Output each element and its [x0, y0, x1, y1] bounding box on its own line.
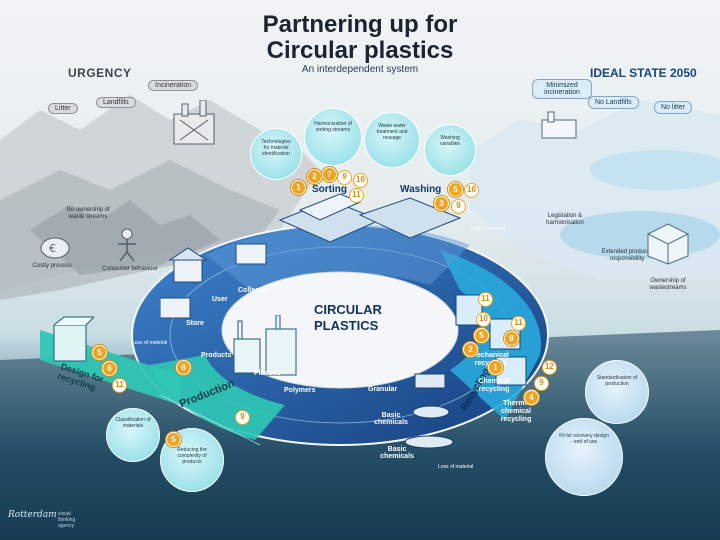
recycling-thermo-chemical: Thermo chemical recycling	[500, 400, 532, 423]
badge-washing-5: 5	[448, 182, 463, 197]
pill-no-litter: No litter	[654, 101, 693, 114]
badge-sorting-1: 1	[291, 180, 306, 195]
badge-production-6: 6	[176, 360, 191, 375]
station-basic-chemicals-1: Basic chemicals	[374, 412, 408, 426]
cube-illustration	[647, 223, 689, 265]
badge-sorting-2: 2	[307, 169, 322, 184]
pill-landfills: Landfills	[96, 97, 136, 108]
pill-no-landfills: No Landfills	[588, 96, 639, 109]
note-legislation: Legislation & harmonisation	[546, 213, 584, 226]
badge-washing-9: 9	[451, 199, 466, 214]
badge-recycling-1: 1	[488, 360, 503, 375]
page-subtitle: An interdependent system	[301, 64, 419, 75]
design-cube-illustration	[53, 316, 94, 362]
badge-recycling-9: 9	[534, 376, 549, 391]
badge-sorting-11: 11	[349, 188, 364, 203]
badge-recycling-5: 5	[474, 328, 489, 343]
station-polymers: Polymers	[284, 387, 316, 394]
footer-logo: Rotterdam	[8, 510, 57, 520]
ideal-state-heading: IDEAL STATE 2050	[590, 66, 697, 80]
station-collector: Collector	[238, 287, 269, 294]
pill-minimized-incineration: Minimized incineration	[532, 79, 592, 99]
badge-recycling-10: 10	[476, 312, 491, 327]
bubble-classification-text: Classification of materials	[115, 417, 151, 429]
user-collector-store	[160, 243, 267, 319]
bubble-harmonization-sorting: Harmonization of sorting streams	[304, 108, 362, 166]
station-granular: Granular	[368, 386, 398, 393]
bubble-fit-for-recovery-text: Fit for recovery design - end of use	[559, 433, 609, 445]
production-buildings	[233, 315, 297, 376]
badge-washing-10: 10	[464, 183, 479, 198]
loss-label-bottom: Loss of material	[438, 464, 474, 470]
badge-design-5: 5	[92, 345, 107, 360]
money-icon: €	[40, 237, 70, 259]
recycling-chemical: Chemical recycling	[478, 378, 510, 393]
factory-illustration	[541, 111, 577, 139]
badge-recycling-2: 2	[463, 342, 478, 357]
note-no-ownership: No ownership of waste streams	[66, 207, 110, 220]
loss-label-left: Loss of material	[132, 340, 168, 346]
bubble-standardisation: Standardisation of production	[585, 360, 649, 424]
bubble-waste-water: Waste water treatment and reusage	[364, 112, 420, 168]
pill-litter: Litter	[48, 103, 78, 114]
station-products: Products	[201, 352, 232, 359]
note-ownership-wastestreams: Ownership of wastestreams	[649, 278, 687, 291]
station-user: User	[212, 296, 228, 303]
incinerator-illustration	[173, 100, 215, 145]
badge-production-9: 9	[235, 410, 250, 425]
bubble-standardisation-text: Standardisation of production	[596, 375, 638, 387]
bubble-washing-variables-text: Washing variables	[439, 135, 460, 147]
bubble-washing-variables: Washing variables	[424, 124, 476, 176]
note-costly-process: Costly process	[32, 263, 72, 269]
loss-label-top: Loss of material	[470, 226, 506, 232]
page-title-line1: Partnering up for	[262, 11, 458, 38]
note-consumer-behaviour: Consumer behaviour	[102, 266, 158, 272]
chemical-containers	[404, 373, 454, 449]
badge-recycling-12: 12	[542, 360, 557, 375]
station-plastics: Plastics	[254, 370, 281, 377]
svg-text:€: €	[49, 242, 56, 255]
badge-recycling-11a: 11	[478, 292, 493, 307]
label-sorting: Sorting	[312, 184, 347, 195]
ring-center-line2: PLASTICS	[314, 318, 379, 333]
bubble-waste-water-text: Waste water treatment and reusage	[376, 123, 408, 141]
bubble-fit-for-recovery: Fit for recovery design - end of use	[545, 418, 623, 496]
badge-design-11: 11	[112, 378, 127, 393]
badge-washing-3: 3	[434, 196, 449, 211]
bubble-harmonization-sorting-text: Harmonization of sorting streams	[314, 121, 352, 133]
bubble-material-identification: Technologies for material identification	[250, 128, 302, 180]
badge-recycling-11b: 11	[511, 316, 526, 331]
production-segment	[150, 355, 285, 440]
badge-sorting-10: 10	[353, 173, 368, 188]
urgency-heading: URGENCY	[68, 66, 132, 80]
station-basic-chemicals-2: Basic chemicals	[380, 446, 414, 460]
badge-recycling-4: 4	[524, 390, 539, 405]
badge-design-6: 6	[102, 361, 117, 376]
sorting-segment	[206, 224, 470, 290]
bubble-material-identification-text: Technologies for material identification	[261, 139, 291, 157]
station-store: Store	[186, 320, 204, 327]
pill-incineration: Incineration	[148, 80, 199, 91]
bubble-classification: Classification of materials	[106, 408, 160, 462]
footer-caption: visual thinking agency	[58, 511, 76, 529]
ring-center-line1: CIRCULAR	[314, 302, 382, 317]
badge-recycling-8: 8	[504, 331, 519, 346]
note-extended-producer: Extended producer responsibility	[601, 249, 653, 262]
page-title-line2: Circular plastics	[266, 37, 454, 64]
label-washing: Washing	[400, 184, 442, 195]
person-icon	[118, 228, 136, 262]
bubble-reducing-complexity-text: Reducing the complexity of products	[177, 447, 207, 465]
badge-sorting-7: 7	[322, 167, 337, 182]
badge-sorting-9: 9	[337, 170, 352, 185]
badge-design-bubble-5: 5	[166, 432, 181, 447]
